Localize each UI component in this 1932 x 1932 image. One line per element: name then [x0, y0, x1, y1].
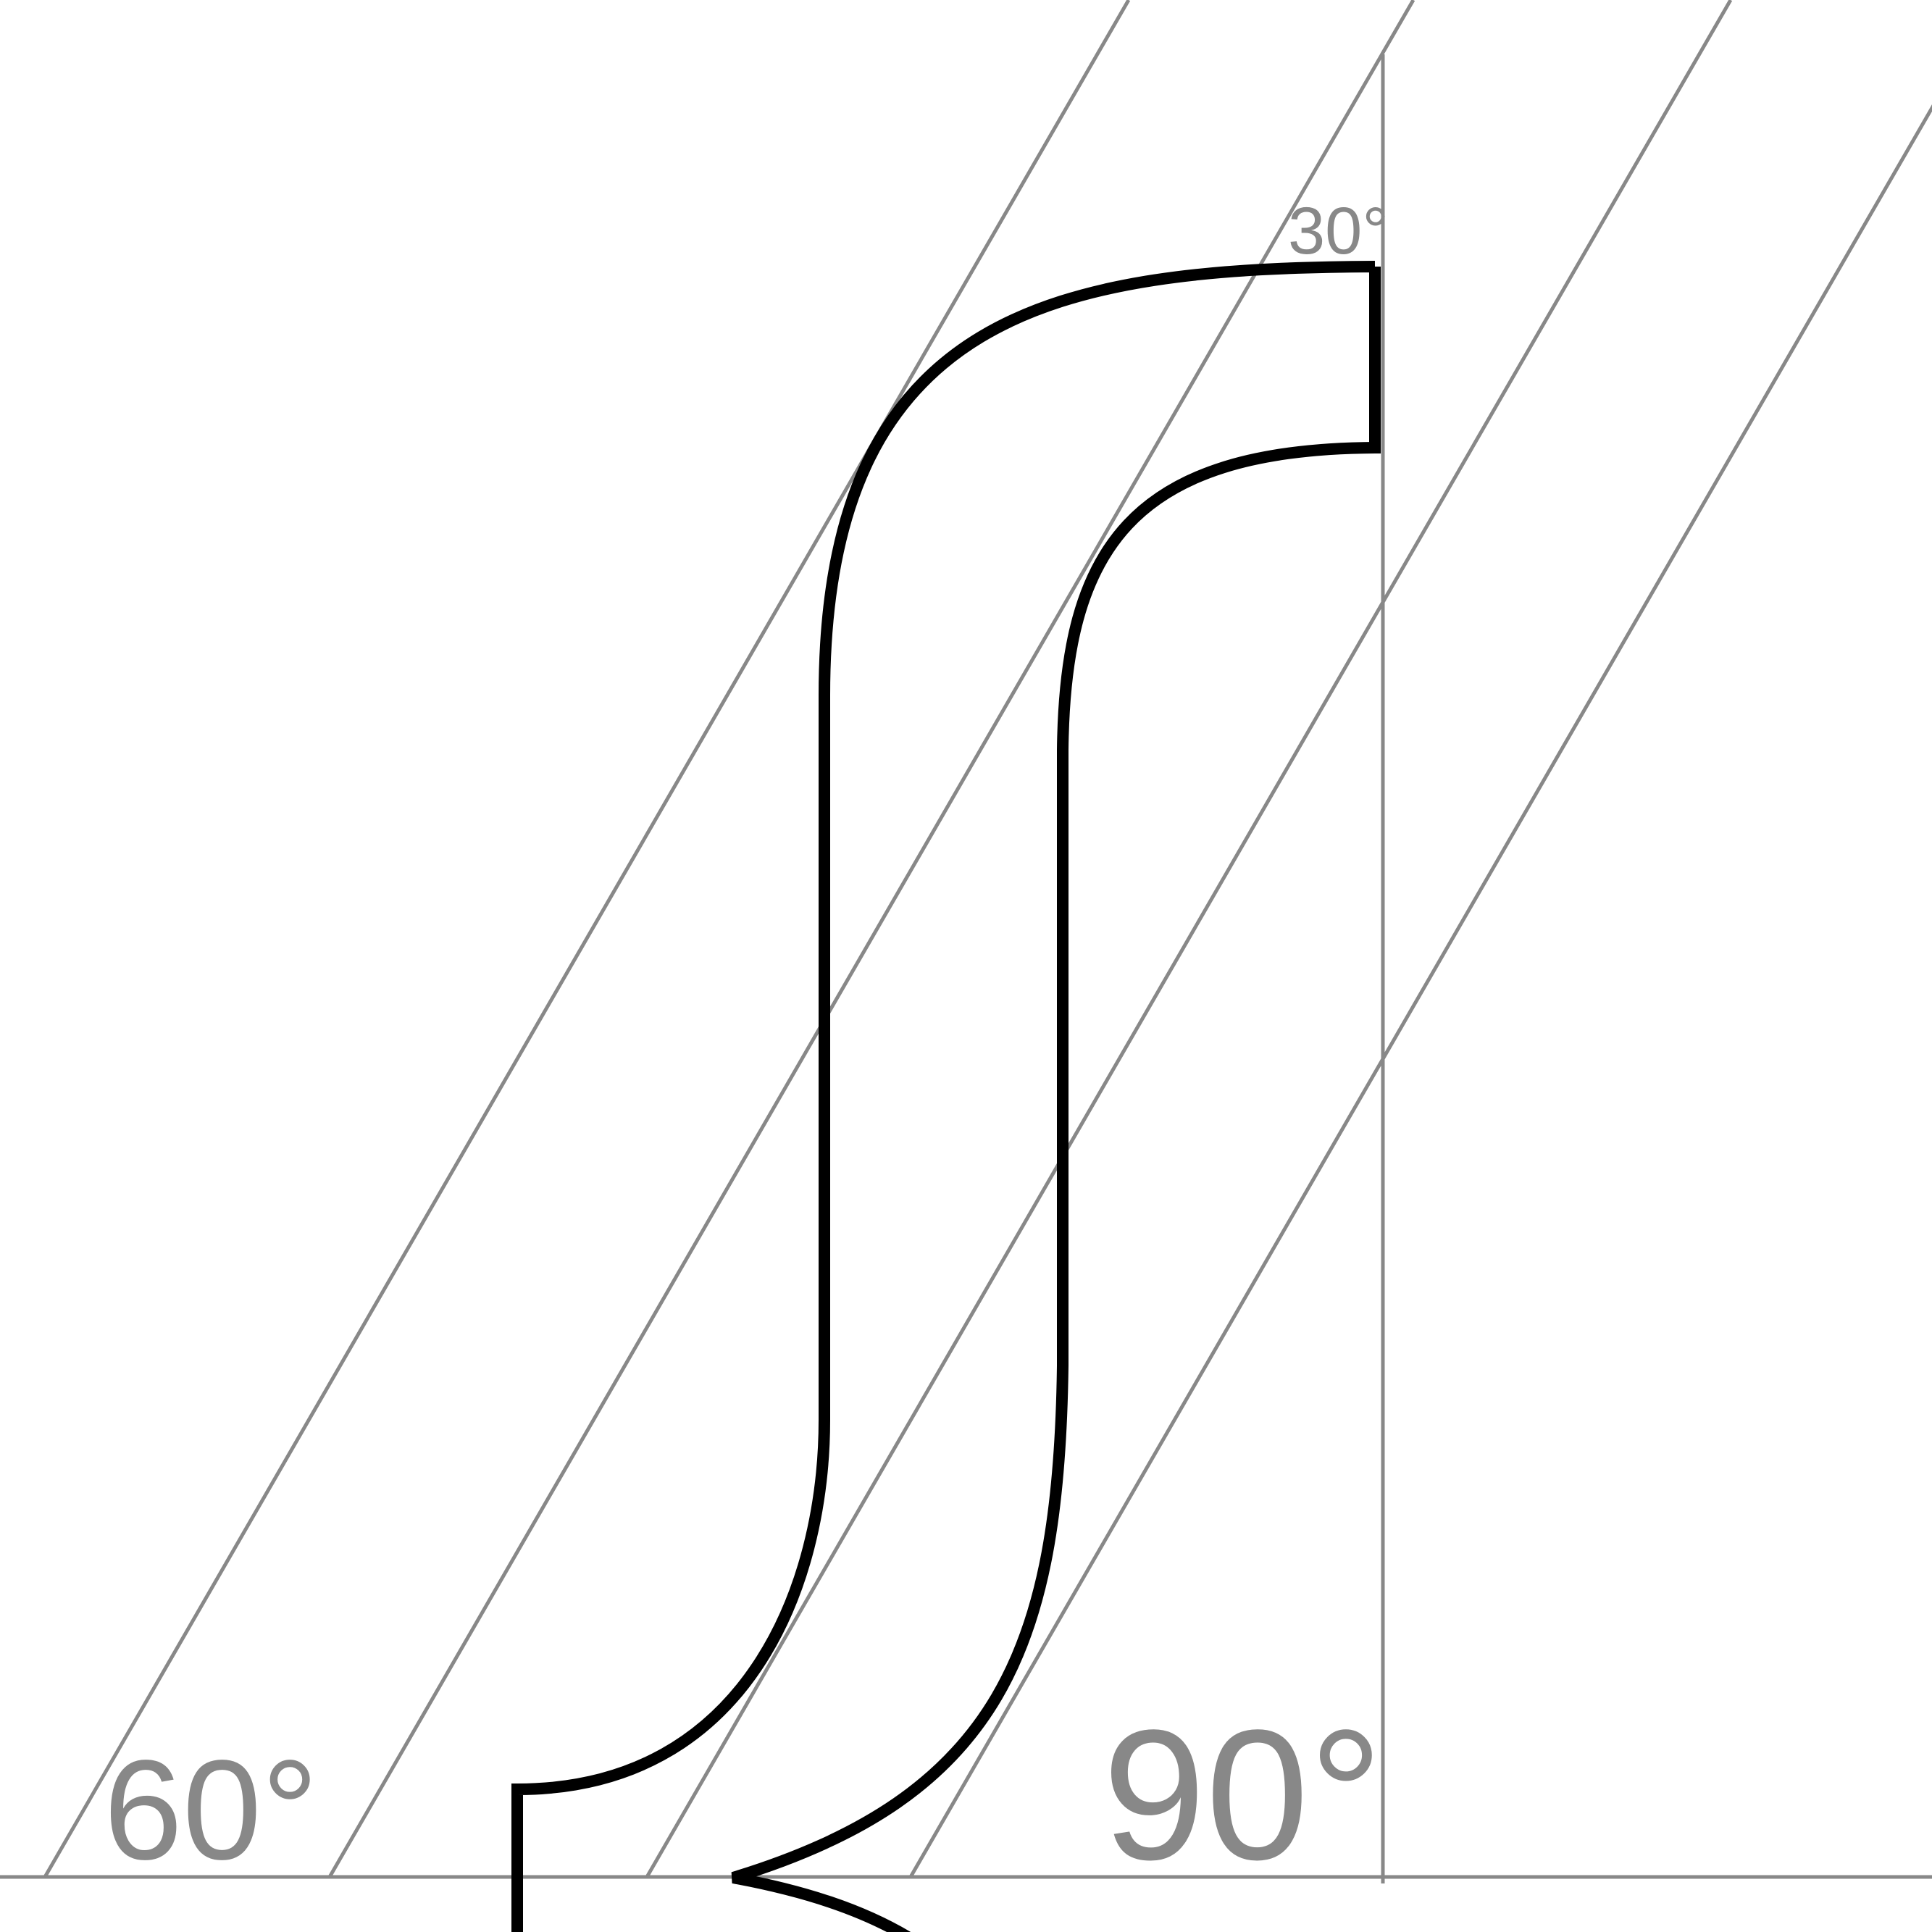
guide-lines: [0, 0, 1932, 1883]
glyph-outline: [511, 261, 1381, 1932]
angle-label-60: 60°: [104, 1731, 318, 1889]
diagonal-guide-2: [327, 0, 1415, 1878]
diagonal-guide-1: [43, 0, 1131, 1878]
angle-label-30: 30°: [1288, 194, 1389, 268]
diagonal-guide-4: [908, 104, 1932, 1878]
angle-label-90: 90°: [1103, 1691, 1383, 1899]
diagonal-guide-3: [645, 0, 1733, 1878]
